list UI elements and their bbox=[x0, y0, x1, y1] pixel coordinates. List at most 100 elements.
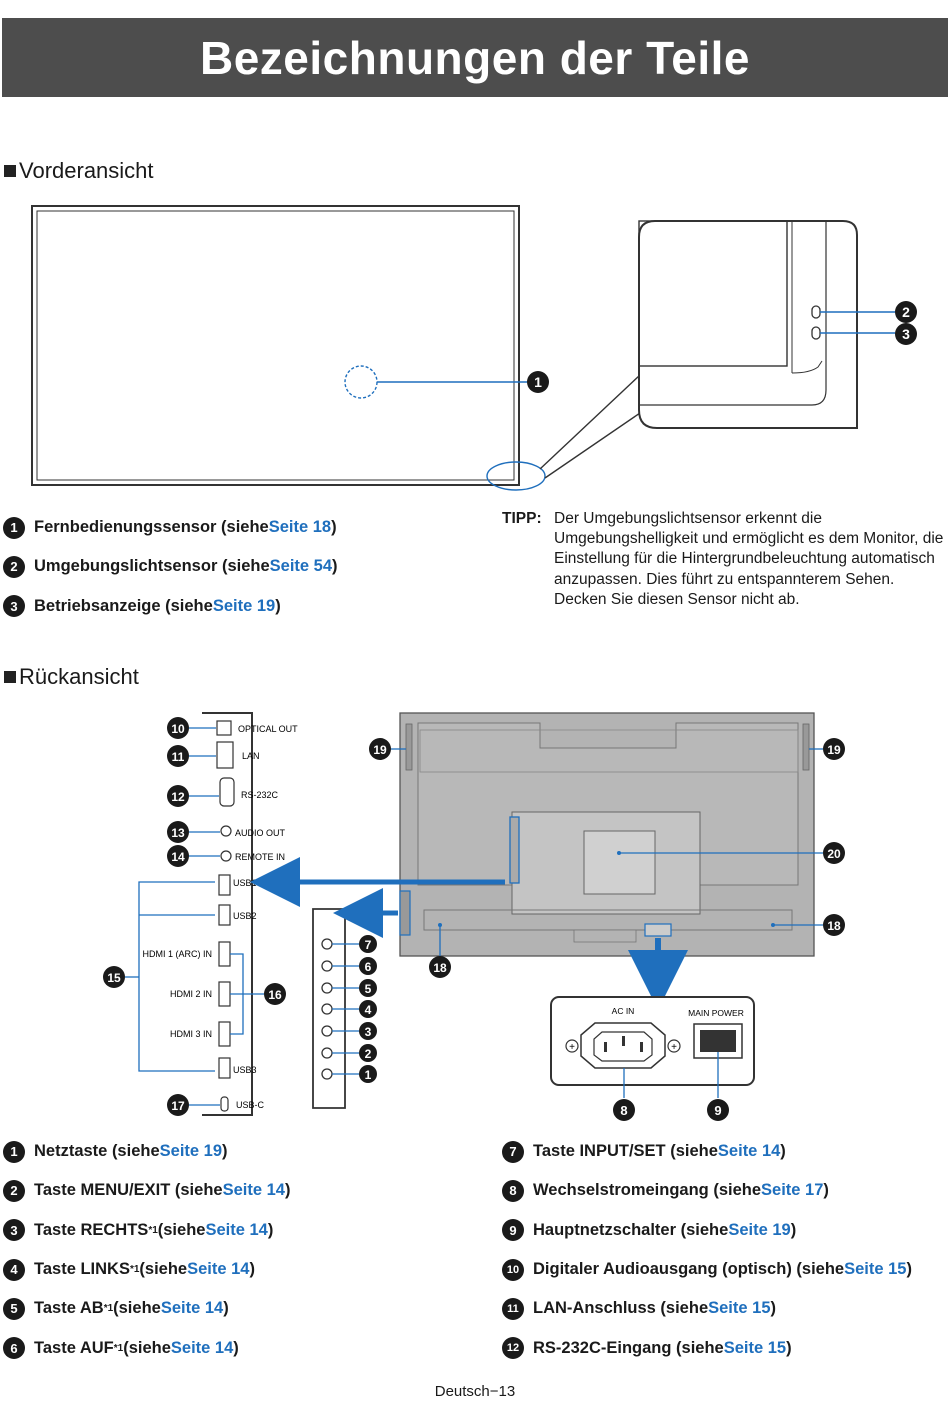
page-link[interactable]: Seite 15 bbox=[723, 1338, 787, 1357]
callout-4: 4 bbox=[359, 1000, 377, 1018]
legend-tail: ) bbox=[233, 1338, 239, 1357]
page-title-banner: Bezeichnungen der Teile bbox=[2, 18, 948, 97]
legend-text: Umgebungslichtsensor (siehe bbox=[34, 557, 270, 576]
port-label: LAN bbox=[242, 751, 260, 761]
page-link[interactable]: Seite 15 bbox=[844, 1260, 907, 1279]
callout-2: 2 bbox=[895, 301, 917, 323]
number-badge: 10 bbox=[502, 1258, 524, 1281]
legend-text: Fernbedienungssensor (siehe bbox=[34, 518, 269, 537]
port-label: REMOTE IN bbox=[235, 852, 285, 862]
svg-text:18: 18 bbox=[433, 961, 447, 975]
svg-text:5: 5 bbox=[365, 982, 372, 996]
legend-tail: ) bbox=[222, 1142, 228, 1161]
hdmi3-port bbox=[218, 1021, 231, 1047]
legend-text: (siehe bbox=[123, 1338, 171, 1357]
legend-item-7: 7 Taste INPUT/SET (siehe Seite 14) bbox=[502, 1132, 912, 1171]
detail-highlight-ellipse bbox=[486, 461, 546, 491]
callout-13: 13 bbox=[167, 821, 189, 843]
screw-icon: + bbox=[671, 1042, 677, 1053]
rear-view-heading: Rückansicht bbox=[4, 664, 139, 690]
page-link[interactable]: Seite 19 bbox=[159, 1142, 223, 1161]
page-link[interactable]: Seite 14 bbox=[717, 1142, 781, 1161]
legend-text: (siehe bbox=[157, 1220, 206, 1239]
callout-1: 1 bbox=[359, 1065, 377, 1083]
svg-text:19: 19 bbox=[827, 743, 841, 757]
main-power-label: MAIN POWER bbox=[688, 1008, 744, 1018]
svg-text:3: 3 bbox=[902, 326, 910, 342]
svg-text:8: 8 bbox=[620, 1103, 627, 1118]
number-badge: 12 bbox=[502, 1337, 524, 1360]
number-badge: 1 bbox=[3, 516, 25, 539]
legend-text: (siehe bbox=[139, 1260, 188, 1279]
number-badge: 11 bbox=[502, 1297, 524, 1320]
legend-item-12: 12 RS-232C-Eingang (siehe Seite 15) bbox=[502, 1328, 912, 1367]
rear-view-heading-text: Rückansicht bbox=[19, 664, 139, 689]
ac-pin bbox=[640, 1042, 643, 1052]
legend-item-11: 11 LAN-Anschluss (siehe Seite 15) bbox=[502, 1289, 912, 1328]
port-label: RS-232C bbox=[241, 790, 279, 800]
zoom-edge-line bbox=[640, 221, 827, 406]
legend-text: Betriebsanzeige (siehe bbox=[34, 596, 213, 615]
monitor-front-inner bbox=[36, 210, 515, 481]
legend-tail: ) bbox=[275, 596, 281, 615]
legend-item-3: 3 Betriebsanzeige (siehe Seite 19) bbox=[3, 587, 338, 626]
page-link[interactable]: Seite 14 bbox=[222, 1181, 285, 1200]
page-link[interactable]: Seite 14 bbox=[160, 1299, 224, 1318]
callout-9: 9 bbox=[707, 1099, 729, 1121]
svg-text:1: 1 bbox=[534, 374, 542, 390]
svg-text:2: 2 bbox=[902, 304, 910, 320]
legend-tail: ) bbox=[770, 1299, 777, 1318]
square-bullet-icon bbox=[4, 671, 16, 683]
port-label: USB3 bbox=[233, 1065, 257, 1075]
screw-icon bbox=[667, 1039, 681, 1053]
legend-text: Taste AB bbox=[34, 1299, 104, 1318]
callout-18-right: 18 bbox=[823, 914, 845, 936]
page-link[interactable]: Seite 17 bbox=[761, 1181, 824, 1200]
svg-text:2: 2 bbox=[365, 1047, 372, 1061]
callout-20: 20 bbox=[823, 842, 845, 864]
rear-label-area bbox=[583, 830, 656, 895]
page-link[interactable]: Seite 14 bbox=[170, 1338, 234, 1357]
page-link[interactable]: Seite 19 bbox=[728, 1220, 791, 1239]
legend-text: LAN-Anschluss (siehe bbox=[533, 1299, 709, 1318]
page-link[interactable]: Seite 18 bbox=[268, 518, 332, 537]
rear-view-diagram: OPTICAL OUT LAN RS-232C AUDIO OUT REMOTE… bbox=[103, 712, 845, 1121]
port-label: OPTICAL OUT bbox=[238, 724, 298, 734]
callout-1: 1 bbox=[527, 371, 549, 393]
callout-3: 3 bbox=[895, 323, 917, 345]
page-link[interactable]: Seite 15 bbox=[708, 1299, 771, 1318]
svg-text:18: 18 bbox=[827, 919, 841, 933]
hdmi1-port bbox=[218, 941, 231, 967]
svg-text:15: 15 bbox=[107, 971, 121, 985]
legend-tail: ) bbox=[331, 518, 337, 537]
legend-text: Taste LINKS bbox=[34, 1260, 130, 1279]
page-link[interactable]: Seite 14 bbox=[187, 1260, 250, 1279]
optical-port bbox=[216, 720, 232, 736]
callout-8: 8 bbox=[613, 1099, 635, 1121]
page-link[interactable]: Seite 14 bbox=[205, 1220, 268, 1239]
page-link[interactable]: Seite 54 bbox=[269, 557, 333, 576]
legend-item-9: 9 Hauptnetzschalter (siehe Seite 19) bbox=[502, 1211, 912, 1250]
rear-port-strip bbox=[509, 816, 520, 884]
legend-tail: ) bbox=[284, 1181, 291, 1200]
legend-text: Taste AUF bbox=[34, 1338, 114, 1357]
callout-19-right: 19 bbox=[823, 738, 845, 760]
screw-icon bbox=[565, 1039, 579, 1053]
legend-tail: ) bbox=[249, 1260, 255, 1279]
monitor-front-outer bbox=[31, 205, 520, 486]
number-badge: 9 bbox=[502, 1219, 524, 1242]
svg-text:7: 7 bbox=[365, 938, 372, 952]
page-link[interactable]: Seite 19 bbox=[212, 596, 276, 615]
svg-text:12: 12 bbox=[171, 790, 185, 804]
legend-tail: ) bbox=[790, 1220, 797, 1239]
callout-11: 11 bbox=[167, 745, 189, 767]
legend-text: Netztaste (siehe bbox=[34, 1142, 160, 1161]
footnote-marker: *1 bbox=[148, 1224, 158, 1236]
callout-dot bbox=[617, 851, 621, 855]
legend-tail: ) bbox=[906, 1260, 912, 1279]
rear-power-connector bbox=[644, 923, 672, 937]
footnote-marker: *1 bbox=[129, 1264, 140, 1276]
port-label: USB2 bbox=[233, 911, 257, 921]
bracket-usb bbox=[138, 881, 215, 1072]
legend-text: Taste MENU/EXIT (siehe bbox=[34, 1181, 223, 1200]
